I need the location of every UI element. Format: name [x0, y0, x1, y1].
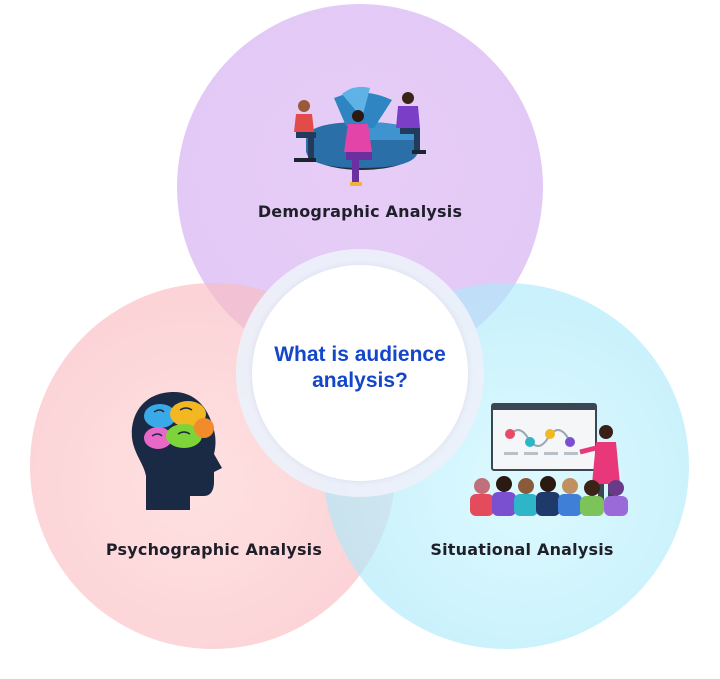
psychographic-analysis-label: Psychographic Analysis: [105, 540, 323, 559]
center-question-line2: analysis?: [312, 369, 408, 392]
people-pie-chart-icon: [294, 86, 426, 186]
brain-head-icon: [131, 392, 222, 510]
center-question: What is audience analysis?: [262, 342, 458, 394]
demographic-analysis-label: Demographic Analysis: [257, 202, 463, 221]
situational-analysis-label: Situational Analysis: [430, 540, 614, 559]
presentation-audience-icon: [470, 403, 628, 516]
center-circle: [252, 265, 468, 481]
center-question-line1: What is audience: [274, 343, 446, 366]
